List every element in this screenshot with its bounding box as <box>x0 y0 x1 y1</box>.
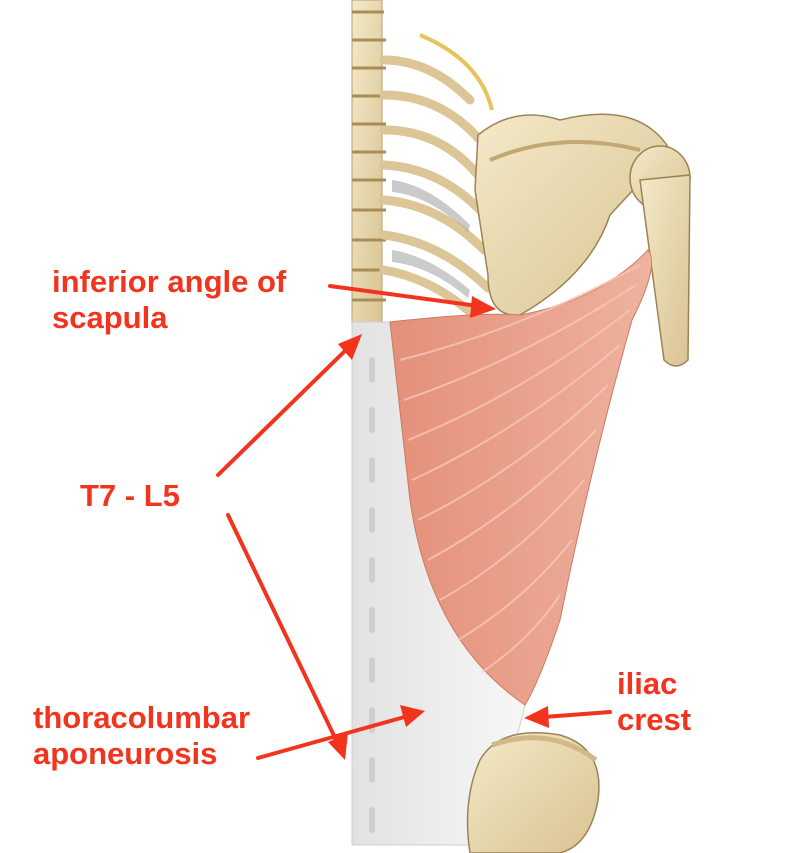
label-scapula-line2: scapula <box>52 300 168 335</box>
label-thoracolumbar-aponeurosis: thoracolumbar aponeurosis <box>33 700 250 772</box>
nerve <box>419 33 494 111</box>
arrow-t7 <box>216 334 362 477</box>
annotation-arrows <box>216 284 612 760</box>
label-inferior-angle-of-scapula: inferior angle of scapula <box>52 264 286 336</box>
label-t7-l5-text: T7 - L5 <box>80 478 180 513</box>
label-aponeurosis-line1: thoracolumbar <box>33 700 251 735</box>
rib-gaps <box>392 180 470 298</box>
arrow-iliac-crest <box>524 706 612 728</box>
label-t7-l5: T7 - L5 <box>80 478 180 514</box>
scapula <box>474 113 671 316</box>
arrow-aponeurosis <box>256 705 425 760</box>
label-aponeurosis-line2: aponeurosis <box>33 736 218 771</box>
label-iliac-line1: iliac <box>617 666 678 701</box>
humerus <box>629 145 691 367</box>
label-scapula-line1: inferior angle of <box>52 264 287 299</box>
ilium <box>466 732 600 853</box>
label-iliac-line2: crest <box>617 702 692 737</box>
arrow-scapula <box>328 284 496 318</box>
muscle-fibers <box>399 264 641 673</box>
arrow-l5 <box>226 513 348 760</box>
label-iliac-crest: iliac crest <box>617 666 691 738</box>
vertebral-column <box>351 0 386 331</box>
